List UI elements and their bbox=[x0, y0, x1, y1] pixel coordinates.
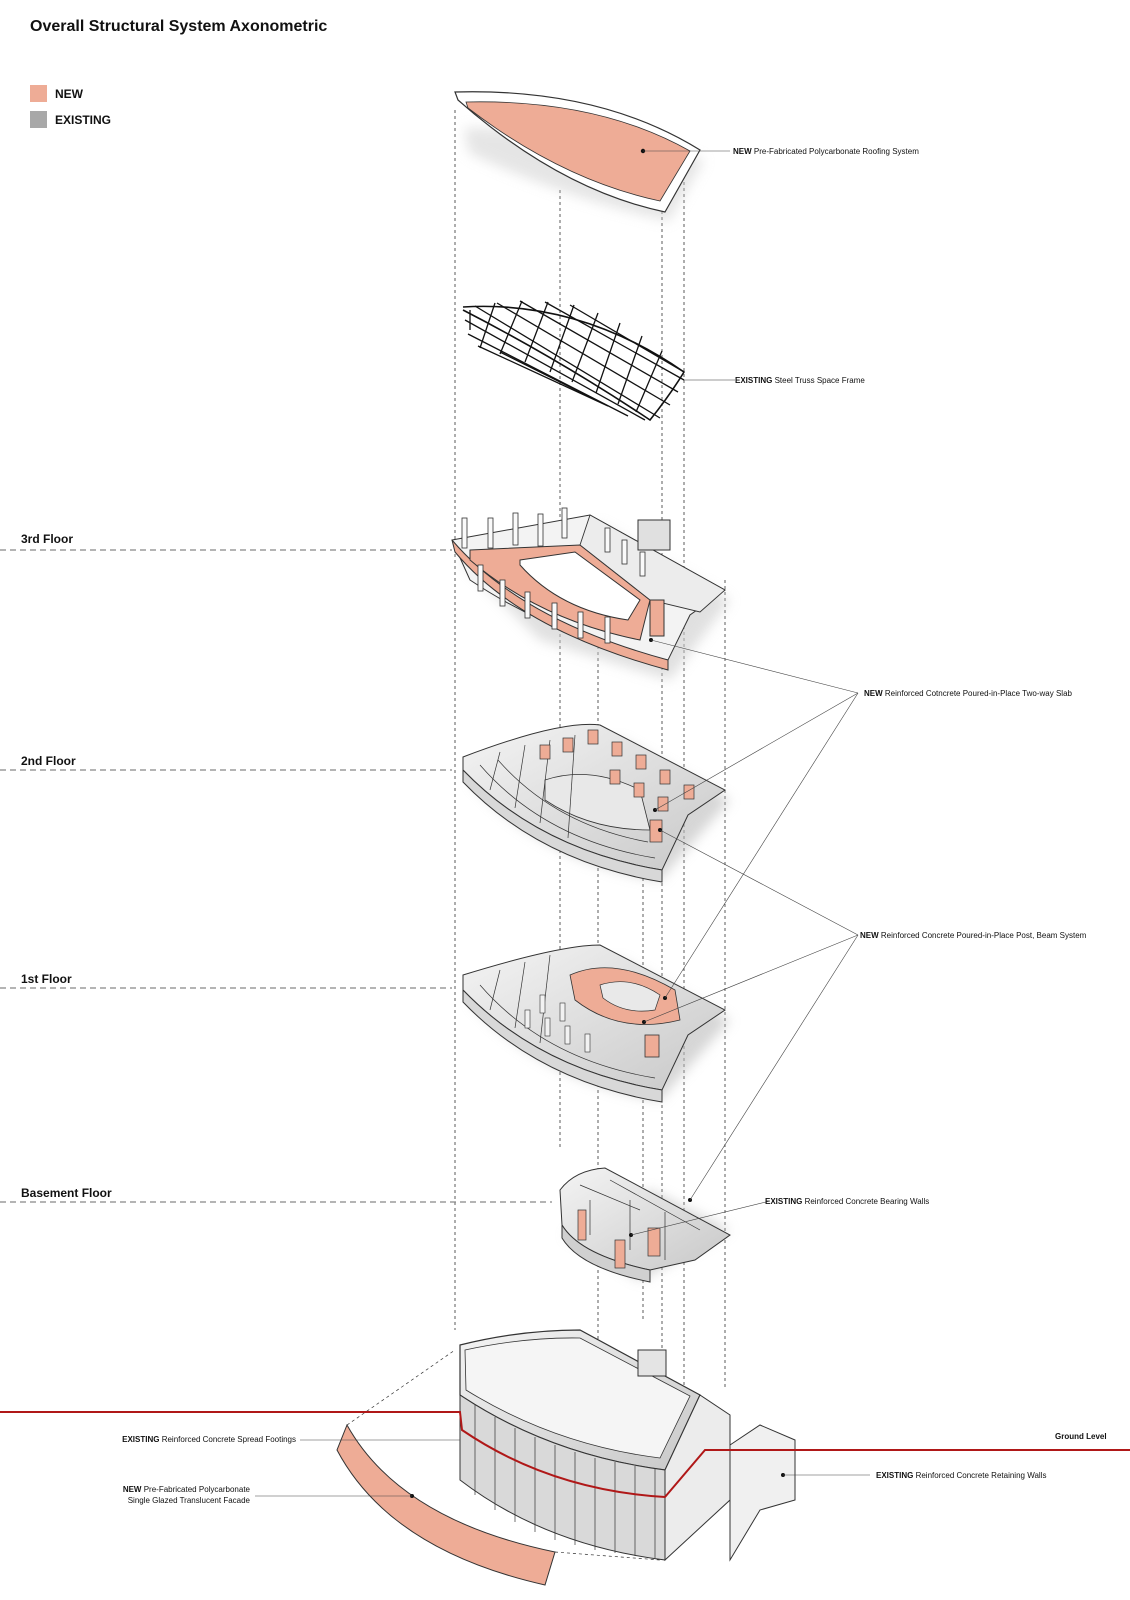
callout-facade: NEW Pre-Fabricated Polycarbonate Single … bbox=[100, 1484, 250, 1506]
callout-bearing-walls-tag: EXISTING bbox=[765, 1197, 803, 1206]
callout-facade-text: Pre-Fabricated Polycarbonate bbox=[143, 1485, 250, 1494]
callout-space-frame: EXISTING Steel Truss Space Frame bbox=[735, 375, 865, 386]
legend-item-existing: EXISTING bbox=[30, 111, 111, 128]
callout-footings-text: Reinforced Concrete Spread Footings bbox=[161, 1435, 296, 1444]
callout-footings: EXISTING Reinforced Concrete Spread Foot… bbox=[100, 1434, 296, 1445]
floor-level-lines bbox=[0, 549, 552, 1203]
legend-swatch-existing bbox=[30, 111, 47, 128]
basement-floor bbox=[559, 1167, 731, 1283]
second-floor bbox=[462, 723, 730, 883]
callout-facade-text2: Single Glazed Translucent Facade bbox=[127, 1496, 250, 1505]
legend-swatch-new bbox=[30, 85, 47, 102]
ground-line bbox=[0, 1411, 1130, 1499]
callout-post-beam-tag: NEW bbox=[860, 931, 879, 940]
page-title: Overall Structural System Axonometric bbox=[30, 18, 328, 35]
callout-roof-text: Pre-Fabricated Polycarbonate Roofing Sys… bbox=[753, 147, 919, 156]
callout-slab-text: Reinforced Cotncrete Poured-in-Place Two… bbox=[884, 689, 1072, 698]
floor-label-third: 3rd Floor bbox=[21, 532, 74, 546]
first-floor bbox=[462, 944, 730, 1103]
callout-footings-tag: EXISTING bbox=[122, 1435, 160, 1444]
callout-slab-tag: NEW bbox=[864, 689, 883, 698]
legend-label-new: NEW bbox=[55, 86, 83, 101]
floor-label-basement: Basement Floor bbox=[21, 1186, 112, 1200]
callout-roof: NEW Pre-Fabricated Polycarbonate Roofing… bbox=[733, 146, 919, 157]
callout-bearing-walls: EXISTING Reinforced Concrete Bearing Wal… bbox=[765, 1196, 929, 1207]
leader-lines bbox=[255, 150, 870, 1497]
legend-item-new: NEW bbox=[30, 85, 83, 102]
callout-bearing-walls-text: Reinforced Concrete Bearing Walls bbox=[804, 1197, 930, 1206]
callout-retaining-tag: EXISTING bbox=[876, 1471, 914, 1480]
legend-label-existing: EXISTING bbox=[55, 112, 112, 127]
callout-post-beam-text: Reinforced Concrete Poured-in-Place Post… bbox=[880, 931, 1087, 940]
floor-label-second: 2nd Floor bbox=[21, 754, 76, 768]
callout-facade-tag: NEW bbox=[122, 1485, 142, 1494]
ground-level-label: Ground Level bbox=[1055, 1432, 1107, 1441]
ground-building bbox=[459, 1329, 796, 1562]
callout-retaining: EXISTING Reinforced Concrete Retaining W… bbox=[876, 1470, 1046, 1481]
callout-roof-tag: NEW bbox=[733, 147, 752, 156]
third-floor-slab bbox=[451, 507, 730, 680]
floor-label-first: 1st Floor bbox=[21, 972, 72, 986]
callout-space-frame-tag: EXISTING bbox=[735, 376, 773, 385]
callout-space-frame-text: Steel Truss Space Frame bbox=[774, 376, 865, 385]
roof-panel bbox=[454, 91, 704, 221]
space-frame bbox=[462, 300, 686, 422]
callout-post-beam: NEW Reinforced Concrete Poured-in-Place … bbox=[860, 930, 1086, 941]
callout-retaining-text: Reinforced Concrete Retaining Walls bbox=[915, 1471, 1047, 1480]
callout-slab: NEW Reinforced Cotncrete Poured-in-Place… bbox=[864, 688, 1072, 699]
